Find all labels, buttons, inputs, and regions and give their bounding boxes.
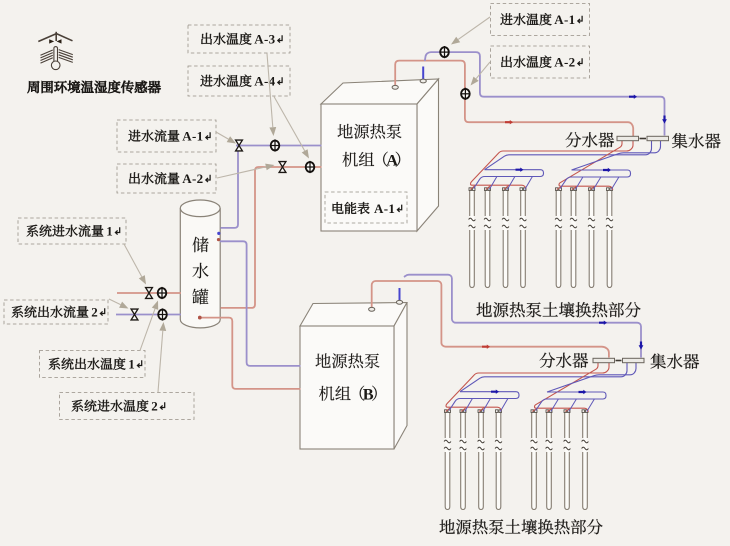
svg-text:A-2: A-2	[182, 171, 203, 186]
svg-text:2: 2	[91, 305, 98, 320]
svg-text:B: B	[363, 385, 374, 404]
svg-text:A-2: A-2	[554, 55, 575, 70]
svg-text:1: 1	[128, 357, 135, 372]
svg-text:A-1: A-1	[374, 201, 395, 216]
svg-text:2: 2	[151, 399, 158, 414]
svg-text:1: 1	[106, 224, 113, 239]
svg-text:A-3: A-3	[254, 32, 275, 47]
svg-text:A-4: A-4	[254, 74, 275, 89]
svg-text:A-1: A-1	[554, 12, 575, 27]
svg-text:A-1: A-1	[182, 129, 203, 144]
svg-text:A: A	[386, 151, 398, 170]
